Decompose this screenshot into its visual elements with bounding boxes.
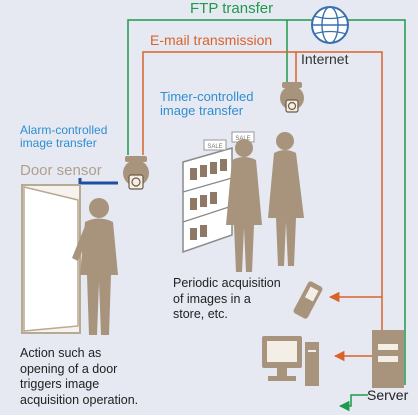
person-icon [268,132,304,266]
email-transmission-label: E-mail transmission [150,32,273,48]
alarm-controlled-label: Alarm-controlled image transfer [20,123,108,150]
camera-icon [123,156,149,190]
door-icon [21,184,81,334]
door-sensor-label: Door sensor [20,162,102,179]
door-action-caption: Action such as opening of a door trigger… [20,346,139,407]
person-icon [72,198,118,335]
internet-label: Internet [301,51,349,67]
ftp-transfer-label: FTP transfer [190,0,274,17]
alarm-sensor-line [78,178,118,185]
phone-icon [293,281,323,319]
timer-controlled-label: Timer-controlled image transfer [160,89,254,119]
pc-icon [262,336,319,386]
periodic-acquisition-caption: Periodic acquisition of images in a stor… [173,276,281,322]
sale-tag: SALE [235,136,250,142]
store-shelf: SALE SALE [182,131,255,254]
person-icon [226,139,262,272]
globe-icon [311,6,349,44]
camera-icon [280,82,304,113]
sale-tag: SALE [207,144,222,150]
server-icon [372,330,404,388]
server-label: Server [367,387,409,403]
